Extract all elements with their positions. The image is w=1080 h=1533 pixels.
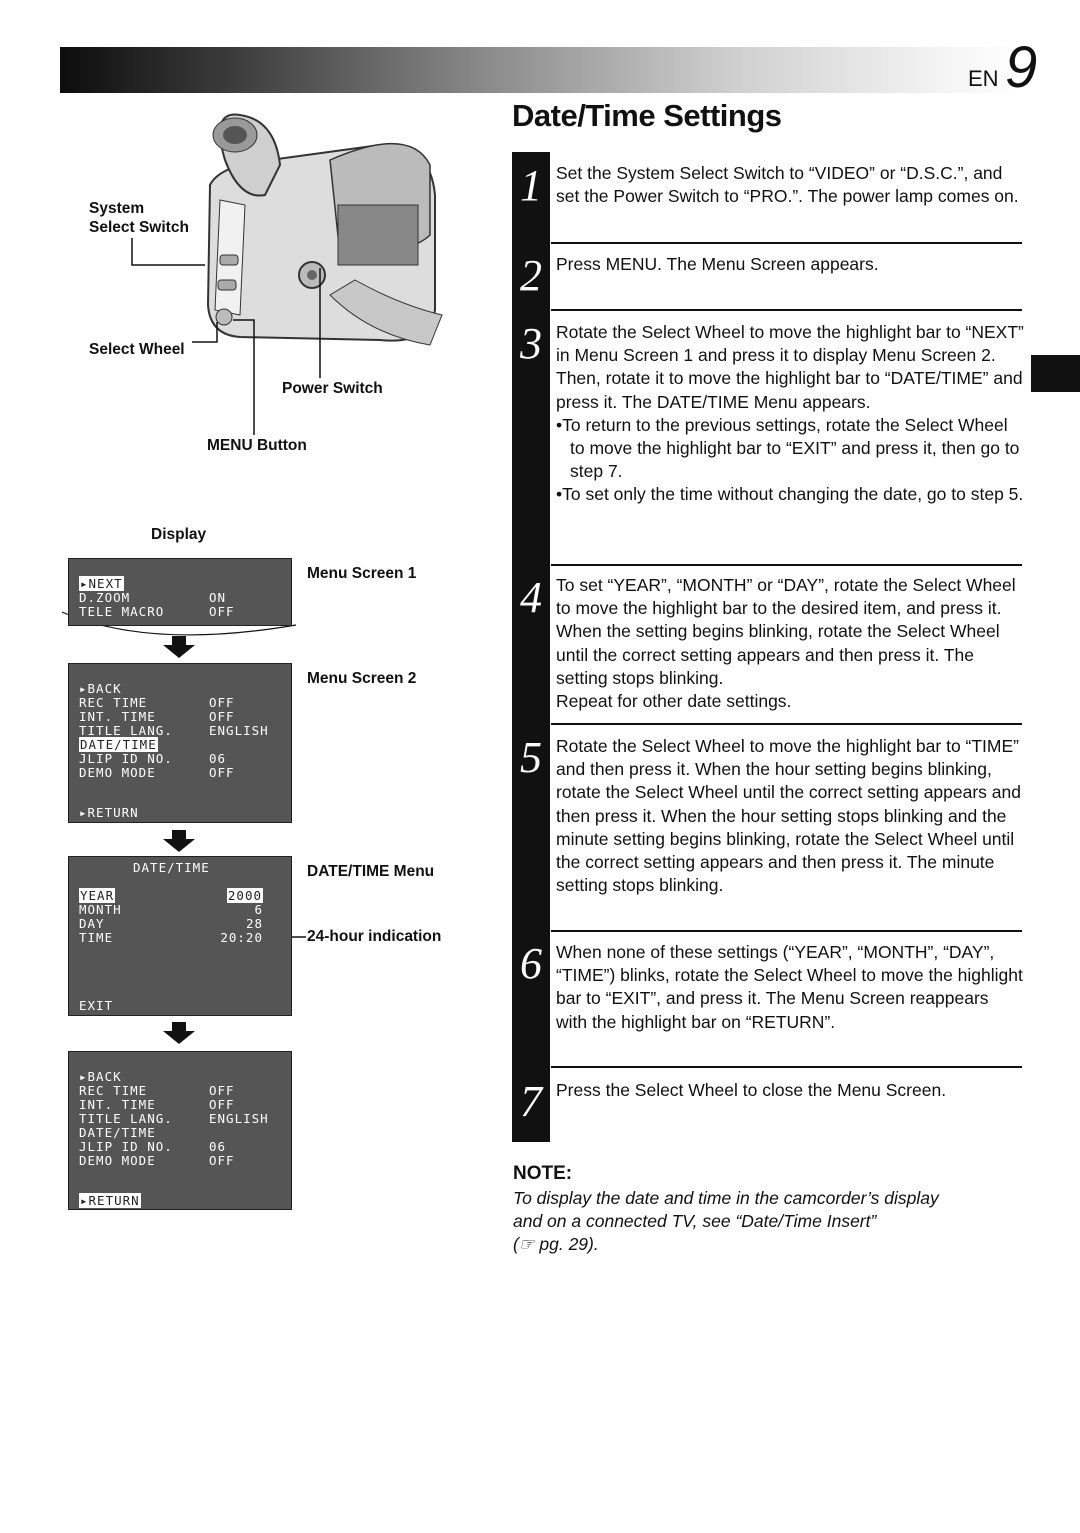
screen4-row: DATE/TIME	[79, 1125, 156, 1140]
step-2-number: 2	[520, 251, 542, 300]
down-arrow-icon	[163, 830, 195, 852]
note-text: To display the date and time in the camc…	[513, 1187, 1013, 1257]
screen1-row: ▸NEXT	[79, 576, 124, 591]
screen3-footer: EXIT	[79, 998, 114, 1013]
step-2-text: Press MENU. The Menu Screen appears.	[556, 254, 879, 274]
screen4-row: ▸BACK	[79, 1069, 122, 1084]
step-divider	[551, 242, 1022, 244]
step-6-text: When none of these settings (“YEAR”, “MO…	[556, 942, 1023, 1032]
screen2-row: ▸BACK	[79, 681, 122, 696]
screen3-row: MONTH	[79, 902, 122, 917]
screen4-row: TITLE LANG.ENGLISH	[79, 1111, 269, 1126]
screen3-header: DATE/TIME	[133, 860, 210, 875]
note-line: and on a connected TV, see “Date/Time In…	[513, 1211, 877, 1232]
section-tab	[1031, 355, 1080, 392]
screen2-footer: ▸RETURN	[79, 805, 139, 820]
screen2-row: TITLE LANG.ENGLISH	[79, 723, 269, 738]
step-divider	[551, 309, 1022, 311]
step-5-number: 5	[520, 733, 542, 782]
header-gradient-bar	[60, 47, 1020, 93]
menu-button-label: MENU Button	[207, 437, 307, 454]
page-title: Date/Time Settings	[512, 98, 782, 133]
step-3-number: 3	[520, 319, 542, 368]
hour-indication-label: 24-hour indication	[307, 928, 442, 945]
day-value: 28	[245, 916, 263, 931]
page-number: 9	[1005, 35, 1038, 100]
steps-number-bar	[512, 152, 550, 1142]
step-4-text: To set “YEAR”, “MONTH” or “DAY”, rotate …	[556, 575, 1016, 712]
step-1-number: 1	[520, 161, 542, 210]
step-divider	[551, 1066, 1022, 1068]
down-arrow-icon	[163, 1022, 195, 1044]
camcorder-illustration	[206, 113, 443, 346]
select-wheel-label: Select Wheel	[89, 341, 185, 358]
note-heading: NOTE:	[513, 1163, 573, 1184]
screen2-row: DATE/TIME	[79, 737, 158, 752]
time-value: 20:20	[220, 930, 263, 945]
display-label: Display	[151, 526, 207, 543]
menu-screen-1-label: Menu Screen 1	[307, 565, 417, 582]
power-switch-label: Power Switch	[282, 380, 383, 397]
date-time-menu-screen: DATE/TIME YEAR 2000 MONTH 6 DAY 28 TIME …	[68, 856, 292, 1016]
down-arrow-icon	[163, 636, 195, 658]
step-1-text: Set the System Select Switch to “VIDEO” …	[556, 163, 1019, 207]
step-divider	[551, 723, 1022, 725]
screen3-row: DAY	[79, 916, 105, 931]
screen4-footer: ▸RETURN	[79, 1193, 141, 1208]
year-value: 2000	[226, 888, 263, 903]
step-4-number: 4	[520, 573, 542, 622]
note-page-ref[interactable]: (☞ pg. 29).	[513, 1234, 599, 1255]
screen3-row: TIME	[79, 930, 114, 945]
step-6-number: 6	[520, 939, 542, 988]
step-3-text: Rotate the Select Wheel to move the high…	[556, 322, 1024, 505]
step-5-text: Rotate the Select Wheel to move the high…	[556, 736, 1021, 896]
step-divider	[551, 564, 1022, 566]
screen3-row: YEAR	[79, 888, 116, 903]
step-7-text: Press the Select Wheel to close the Menu…	[556, 1080, 947, 1100]
step-divider	[551, 930, 1022, 932]
page-prefix: EN	[968, 66, 999, 91]
menu-screen-2-label: Menu Screen 2	[307, 670, 417, 687]
screen4-row: JLIP ID NO.06	[79, 1139, 227, 1154]
step-7-number: 7	[520, 1077, 542, 1126]
date-time-menu-label: DATE/TIME Menu	[307, 863, 435, 880]
note-line: To display the date and time in the camc…	[513, 1188, 939, 1208]
screen2-row: JLIP ID NO.06	[79, 751, 227, 766]
month-value: 6	[254, 902, 263, 917]
